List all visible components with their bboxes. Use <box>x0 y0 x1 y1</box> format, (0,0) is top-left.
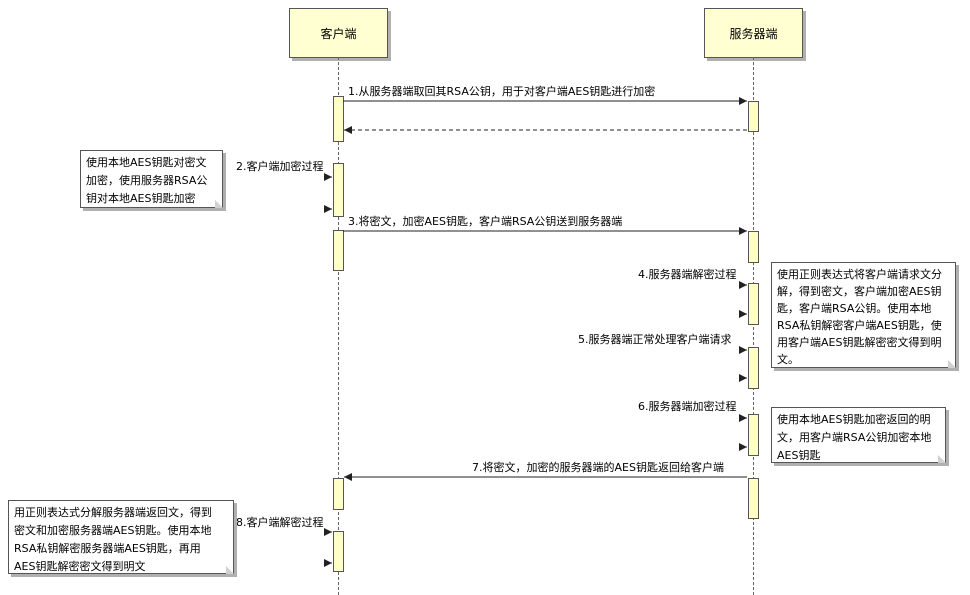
note-server-decrypt: 使用正则表达式将客户端请求文分 解，得到密文，客户端加密AES钥 匙，客户端RS… <box>771 262 956 368</box>
client-lifeline-label: 客户端 <box>320 26 357 41</box>
message-5-label: 5.服务器端正常处理客户端请求 <box>578 333 732 346</box>
message-2-label: 2.客户端加密过程 <box>236 160 324 173</box>
server-activation-5 <box>748 414 759 456</box>
client-lifeline-head: 客户端 <box>289 8 388 58</box>
message-3-label: 3.将密文，加密AES钥匙，客户端RSA公钥送到服务器端 <box>348 215 623 228</box>
message-7-label: 7.将密文，加密的服务器端的AES钥匙返回给客户端 <box>472 461 724 474</box>
message-1-label: 1.从服务器端取回其RSA公钥，用于对客户端AES钥匙进行加密 <box>348 85 656 98</box>
message-8-label: 8.客户端解密过程 <box>236 516 324 529</box>
note-client-decrypt: 用正则表达式分解服务器端返回文，得到 密文和加密服务器端AES钥匙。使用本地 R… <box>8 500 234 574</box>
note-client-encrypt: 使用本地AES钥匙对密文 加密，使用服务器RSA公 钥对本地AES钥匙加密 <box>80 150 223 208</box>
server-activation-4 <box>748 347 759 389</box>
server-lifeline-label: 服务器端 <box>729 26 778 41</box>
client-activation-1 <box>333 96 344 142</box>
client-activation-4 <box>333 478 344 510</box>
message-6-label: 6.服务器端加密过程 <box>638 400 737 413</box>
note-fold-icon <box>948 360 956 368</box>
note-client-decrypt-text: 用正则表达式分解服务器端返回文，得到 密文和加密服务器端AES钥匙。使用本地 R… <box>14 506 212 573</box>
client-activation-2 <box>333 163 344 217</box>
note-fold-icon <box>215 200 223 208</box>
server-activation-6 <box>748 478 759 519</box>
note-client-encrypt-text: 使用本地AES钥匙对密文 加密，使用服务器RSA公 钥对本地AES钥匙加密 <box>86 156 208 205</box>
note-server-decrypt-text: 使用正则表达式将客户端请求文分 解，得到密文，客户端加密AES钥 匙，客户端RS… <box>777 268 942 366</box>
client-lifeline <box>338 57 339 595</box>
server-activation-1 <box>748 101 759 132</box>
server-activation-3 <box>748 283 759 325</box>
note-fold-icon <box>938 455 946 463</box>
client-activation-5 <box>333 531 344 572</box>
note-server-encrypt-text: 使用本地AES钥匙加密返回的明 文，用客户端RSA公钥加密本地 AES钥匙 <box>777 413 932 462</box>
note-fold-icon <box>226 566 234 574</box>
note-server-encrypt: 使用本地AES钥匙加密返回的明 文，用客户端RSA公钥加密本地 AES钥匙 <box>771 407 946 463</box>
server-lifeline <box>753 57 754 595</box>
client-activation-3 <box>333 230 344 271</box>
server-activation-2 <box>748 231 759 263</box>
message-4-label: 4.服务器端解密过程 <box>638 268 737 281</box>
